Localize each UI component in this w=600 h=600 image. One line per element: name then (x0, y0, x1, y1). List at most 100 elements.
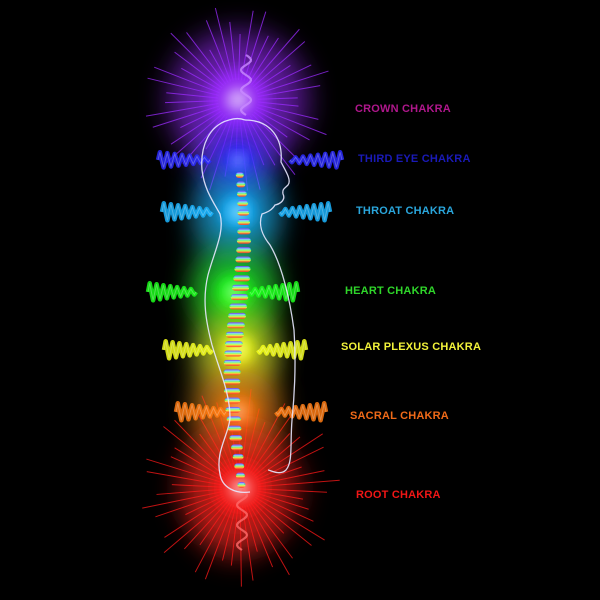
vertebra (223, 369, 241, 376)
vertebra-highlight (237, 182, 245, 185)
root-energy-coil (235, 489, 249, 551)
wave-highlight (175, 403, 227, 421)
body-silhouette (201, 119, 296, 494)
wave-highlight (163, 341, 213, 359)
vertebra-highlight (227, 417, 240, 420)
wave (145, 280, 198, 303)
vertebra (225, 331, 244, 338)
vertebra-highlight (238, 201, 248, 204)
label-throat-chakra: THROAT CHAKRA (356, 205, 455, 217)
vertebra (227, 425, 242, 432)
vertebra-highlight (235, 464, 244, 467)
vertebra-highlight (236, 173, 243, 175)
wave-highlight (279, 203, 331, 221)
wave (256, 338, 309, 361)
label-crown-chakra: CROWN CHAKRA (355, 103, 451, 115)
label-sacral-chakra: SACRAL CHAKRA (350, 410, 449, 422)
wave-highlight (289, 151, 343, 169)
spine (223, 54, 253, 551)
vertebra-highlight (238, 483, 245, 485)
wave-highlight (257, 341, 307, 359)
vertebra-highlight (227, 323, 244, 326)
vertebra-highlight (236, 473, 244, 476)
energy-waves (145, 149, 345, 423)
vertebra-highlight (234, 276, 249, 279)
vertebra-highlight (237, 238, 251, 241)
vertebra-highlight (232, 445, 242, 448)
wave (274, 400, 329, 423)
glow-highlight (225, 87, 251, 113)
vertebra (235, 172, 244, 178)
vertebra (223, 378, 241, 385)
vertebra (236, 247, 252, 254)
wave-highlight (147, 283, 197, 301)
vertebra-highlight (235, 266, 250, 269)
wave (288, 149, 345, 170)
vertebra (235, 256, 251, 263)
vertebra (223, 359, 242, 366)
wave (278, 200, 333, 223)
vertebra (224, 388, 241, 395)
vertebra (226, 322, 245, 329)
vertebra-highlight (226, 332, 243, 335)
vertebra-highlight (225, 398, 240, 401)
wave (161, 338, 214, 361)
vertebra (224, 350, 242, 357)
vertebra-highlight (229, 313, 246, 316)
vertebra (228, 312, 247, 319)
wave (248, 280, 301, 303)
vertebra-highlight (224, 360, 241, 363)
glow-highlight (232, 154, 244, 166)
vertebra (232, 284, 250, 291)
vertebra (230, 294, 249, 301)
head-outline (228, 117, 246, 121)
wave-highlight (249, 283, 299, 301)
wave-highlight (275, 403, 327, 421)
wave-highlight (161, 203, 213, 221)
vertebra-highlight (238, 219, 250, 222)
vertebra (237, 482, 246, 488)
vertebra-highlight (224, 379, 240, 382)
vertebra (229, 435, 243, 442)
wave (159, 200, 214, 223)
label-root-chakra: ROOT CHAKRA (356, 489, 441, 501)
crown-energy-coil (239, 54, 253, 116)
vertebra-highlight (237, 248, 251, 251)
vertebra-highlight (236, 257, 250, 260)
vertebra (231, 444, 243, 451)
label-third-eye-chakra: THIRD EYE CHAKRA (358, 153, 471, 165)
vertebra (232, 453, 244, 460)
vertebra-highlight (230, 436, 242, 439)
vertebra (235, 472, 245, 479)
vertebra (237, 228, 251, 235)
vertebra-highlight (233, 454, 243, 457)
vertebra (237, 200, 249, 207)
vertebra-highlight (237, 191, 246, 194)
vertebra (224, 341, 243, 348)
vertebra-highlight (230, 304, 247, 307)
vertebra-highlight (233, 285, 249, 288)
wave (173, 400, 228, 423)
vertebra (237, 218, 251, 225)
vertebra (237, 209, 250, 216)
vertebra-highlight (224, 370, 240, 373)
vertebra-highlight (225, 351, 241, 354)
label-solar-plexus-chakra: SOLAR PLEXUS CHAKRA (341, 341, 482, 353)
vertebra-highlight (231, 295, 248, 298)
vertebra-highlight (228, 426, 241, 429)
vertebra (236, 190, 247, 197)
vertebra (229, 303, 248, 310)
label-heart-chakra: HEART CHAKRA (345, 285, 437, 297)
vertebra-highlight (238, 210, 249, 213)
vertebra (234, 265, 251, 272)
vertebra-highlight (226, 407, 240, 410)
vertebra (236, 237, 252, 244)
chakra-glows (167, 29, 309, 549)
vertebra-highlight (225, 342, 242, 345)
vertebra-highlight (225, 389, 240, 392)
vertebra (233, 275, 250, 282)
vertebra (236, 181, 246, 188)
vertebra (234, 463, 245, 470)
